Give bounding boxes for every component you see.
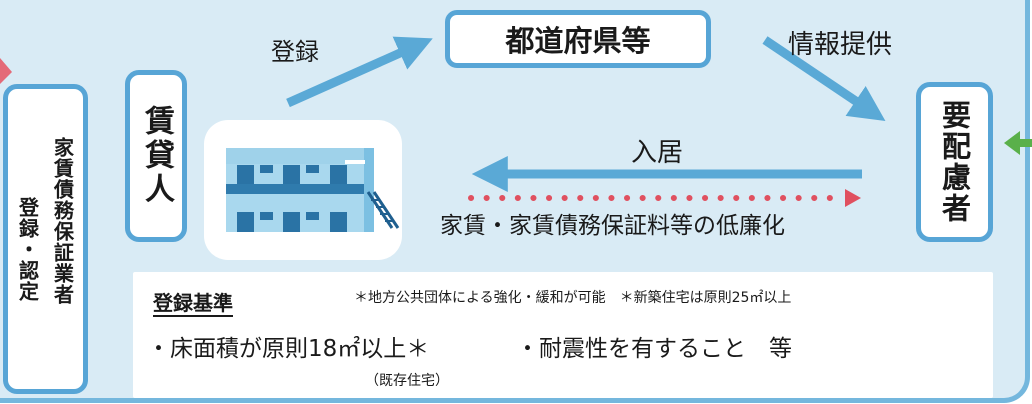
apartment-building-icon [204,120,402,260]
register-label: 登録 [271,38,319,66]
info-label: 情報提供 [788,30,893,60]
landlord-box: 賃貸人 [125,70,187,242]
right-green-arrow [1004,131,1032,155]
needy-label: 要配慮者 [937,100,972,224]
guarantor-name: 家賃債務保証業者 [50,137,75,305]
criteria-box: 登録基準 ＊地方公共団体による強化・緩和が可能 ＊新築住宅は原則25㎡以上 ・床… [133,272,993,398]
landlord-label: 賃貸人 [139,105,174,207]
criteria-title: 登録基準 [153,291,233,315]
reduction-dotted-arrow [468,189,861,207]
prefecture-label: 都道府県等 [505,24,651,58]
left-incoming-arrow [0,58,12,84]
reduction-label: 家賃・家賃債務保証料等の低廉化 [440,213,785,239]
register-arrow [286,36,433,108]
info-arrow [762,36,886,122]
criteria-note: ＊地方公共団体による強化・緩和が可能 ＊新築住宅は原則25㎡以上 [354,290,792,306]
move-in-label: 入居 [631,138,684,168]
guarantor-box: 家賃債務保証業者 登録・認定 [3,84,88,394]
prefecture-box: 都道府県等 [445,10,711,68]
criteria-sub-existing: （既存住宅） [365,373,449,389]
needy-box: 要配慮者 [916,82,993,242]
guarantor-registration: 登録・認定 [15,197,40,302]
criteria-item-floor-area: ・床面積が原則18㎡以上＊ [147,336,430,362]
criteria-item-earthquake: ・耐震性を有すること 等 [516,336,792,362]
